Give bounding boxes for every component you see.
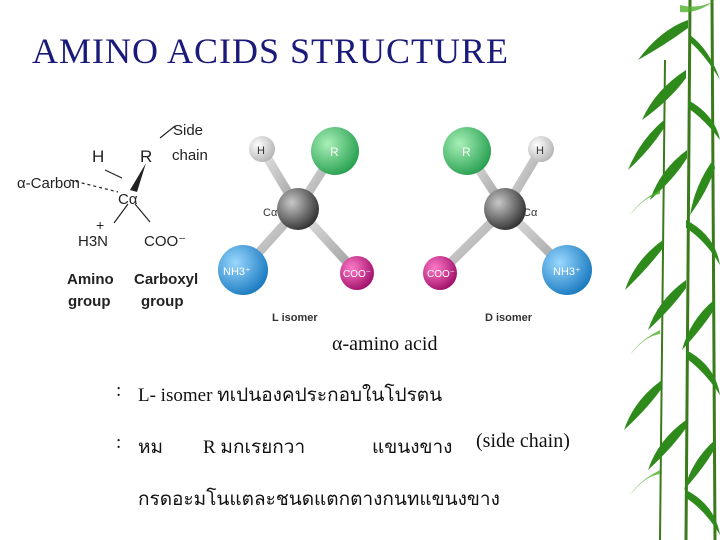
bullet-1: :: [116, 380, 122, 401]
d-isomer-label: D isomer: [485, 312, 533, 324]
chain-label: chain: [172, 147, 208, 164]
amino-label-2: group: [68, 293, 111, 310]
d-r-label: R: [462, 145, 471, 159]
l-nitrogen-atom: [218, 245, 268, 295]
r-label: R: [140, 147, 152, 166]
plus-label: +: [96, 217, 104, 233]
note-line-2c: แขนงขาง: [372, 437, 453, 458]
d-calpha-label: Cα: [523, 207, 538, 219]
h3n-label: H3N: [78, 233, 108, 250]
bond-r-wedge: [130, 163, 146, 192]
bamboo-decoration: [624, 0, 720, 540]
d-carboxyl-atom: [423, 256, 457, 290]
alpha-carbon-pointer: [69, 179, 119, 193]
figure-caption: α-amino acid: [332, 333, 438, 355]
bullet-2: :: [116, 432, 122, 453]
note-line-1: L- isomer ทเปนองคประกอบในโปรตน: [138, 385, 443, 406]
l-carboxyl-atom: [340, 256, 374, 290]
alpha-carbon-label: α-Carbon: [17, 175, 80, 192]
d-r-group-atom: [443, 127, 491, 175]
d-nh3-label: NH3⁺: [553, 266, 581, 278]
c-alpha-label: Cα: [118, 191, 138, 208]
l-isomer-model: H R Cα NH3⁺ COO⁻ L isomer: [218, 127, 374, 324]
l-h-label: H: [257, 145, 265, 157]
h-label: H: [92, 147, 104, 166]
d-h-label: H: [536, 145, 544, 157]
d-coo-label: COO⁻: [427, 269, 455, 280]
d-alpha-carbon-atom: [484, 188, 526, 230]
note-line-2d: (side chain): [476, 430, 570, 452]
note-line-2b: R มกเรยกวา: [203, 437, 306, 458]
bond-n: [113, 203, 129, 224]
d-hydrogen-atom: [528, 136, 554, 162]
l-r-label: R: [330, 145, 339, 159]
bond-h: [104, 169, 123, 179]
page-title: AMINO ACIDS STRUCTURE: [32, 31, 510, 71]
l-r-group-atom: [311, 127, 359, 175]
note-line-2a: หม: [138, 437, 164, 458]
bond-coo: [134, 203, 151, 223]
d-isomer-model: H R Cα NH3⁺ COO⁻ D isomer: [423, 127, 592, 324]
l-calpha-label: Cα: [263, 207, 278, 219]
l-isomer-label: L isomer: [272, 312, 318, 324]
side-chain-pointer: [159, 125, 176, 139]
carboxyl-label-2: group: [141, 293, 184, 310]
l-hydrogen-atom: [249, 136, 275, 162]
isomer-models: H R Cα NH3⁺ COO⁻ L isomer H R Cα NH3⁺ CO…: [218, 127, 592, 324]
coo-label: COO⁻: [144, 233, 186, 250]
d-nitrogen-atom: [542, 245, 592, 295]
side-label: Side: [173, 122, 203, 139]
generic-structure-diagram: α-Carbon H R Side chain Cα + H3N COO⁻ Am…: [17, 122, 208, 310]
l-alpha-carbon-atom: [277, 188, 319, 230]
carboxyl-label-1: Carboxyl: [134, 271, 198, 288]
l-coo-label: COO⁻: [343, 269, 371, 280]
amino-label-1: Amino: [67, 271, 114, 288]
note-line-3: กรดอะมโนแตละชนดแตกตางกนทแขนงขาง: [138, 489, 500, 510]
l-nh3-label: NH3⁺: [223, 266, 251, 278]
